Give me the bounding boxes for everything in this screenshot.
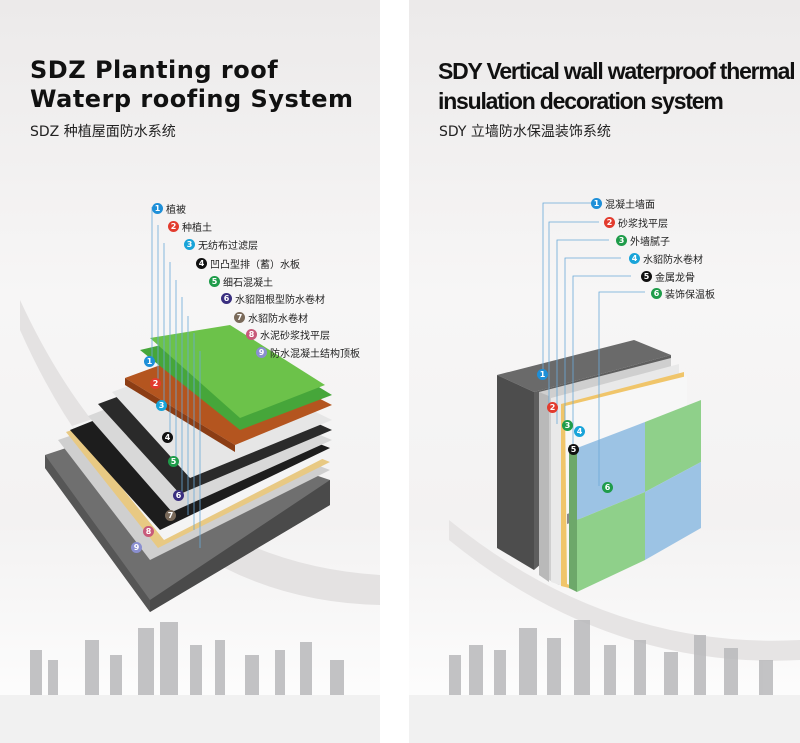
layer-number-badge: 5 [641, 271, 652, 282]
right-diagram-marker: 2 [547, 402, 561, 413]
layer-number-badge: 9 [256, 347, 267, 358]
left-diagram-marker: 7 [165, 510, 179, 521]
layer-number-badge: 4 [629, 253, 640, 264]
left-title: SDZ Planting roof Waterp roofing System [30, 56, 354, 113]
wall-layers-illustration [409, 202, 800, 743]
layer-number-badge: 6 [651, 288, 662, 299]
layer-label-text: 混凝土墙面 [605, 200, 655, 211]
right-panel: SDY Vertical wall waterproof thermal ins… [409, 0, 800, 743]
right-subtitle: SDY 立墙防水保温装饰系统 [439, 124, 611, 140]
layer-label-text: 装饰保温板 [665, 290, 715, 301]
left-diagram-marker: 4 [162, 432, 176, 443]
layer-number-badge: 3 [616, 235, 627, 246]
left-panel: SDZ Planting roof Waterp roofing System … [0, 0, 380, 743]
right-diagram-marker: 4 [574, 426, 588, 437]
layer-number-badge: 2 [604, 217, 615, 228]
left-diagram-marker: 5 [168, 456, 182, 467]
layer-number-badge: 2 [168, 221, 179, 232]
left-diagram-marker: 1 [144, 356, 158, 367]
layer-label-text: 水貂防水卷材 [248, 314, 308, 325]
layer-label-text: 种植土 [182, 223, 212, 234]
layer-label-text: 金属龙骨 [655, 273, 695, 284]
left-diagram-marker: 9 [131, 542, 145, 553]
layer-number-badge: 8 [246, 329, 257, 340]
layer-label-text: 防水混凝土结构顶板 [270, 349, 360, 360]
right-diagram-marker: 6 [602, 482, 616, 493]
right-diagram-marker: 1 [537, 369, 551, 380]
layer-label-text: 植被 [166, 205, 186, 216]
left-diagram-marker: 2 [150, 378, 164, 389]
right-diagram-marker: 3 [562, 420, 576, 431]
right-diagram-marker: 5 [568, 444, 582, 455]
layer-label-text: 无纺布过滤层 [198, 241, 258, 252]
right-title: SDY Vertical wall waterproof thermal ins… [438, 58, 796, 114]
roof-layers-illustration [0, 207, 380, 743]
layer-number-badge: 4 [196, 258, 207, 269]
layer-number-badge: 5 [209, 276, 220, 287]
layer-number-badge: 3 [184, 239, 195, 250]
left-diagram-marker: 3 [156, 400, 170, 411]
layer-label-text: 细石混凝土 [223, 278, 273, 289]
layer-number-badge: 1 [591, 198, 602, 209]
left-diagram-marker: 6 [173, 490, 187, 501]
layer-label-text: 砂浆找平层 [618, 219, 668, 230]
layer-label-text: 外墙腻子 [630, 237, 670, 248]
layer-label-text: 水泥砂浆找平层 [260, 331, 330, 342]
layer-label-text: 水貂阻根型防水卷材 [235, 295, 325, 306]
layer-number-badge: 6 [221, 293, 232, 304]
layer-label-text: 凹凸型排（蓄）水板 [210, 260, 300, 271]
layer-label-text: 水貂防水卷材 [643, 255, 703, 266]
left-diagram-marker: 8 [143, 526, 157, 537]
layer-number-badge: 7 [234, 312, 245, 323]
panel-divider [380, 0, 409, 743]
left-subtitle: SDZ 种植屋面防水系统 [30, 124, 176, 140]
layer-number-badge: 1 [152, 203, 163, 214]
